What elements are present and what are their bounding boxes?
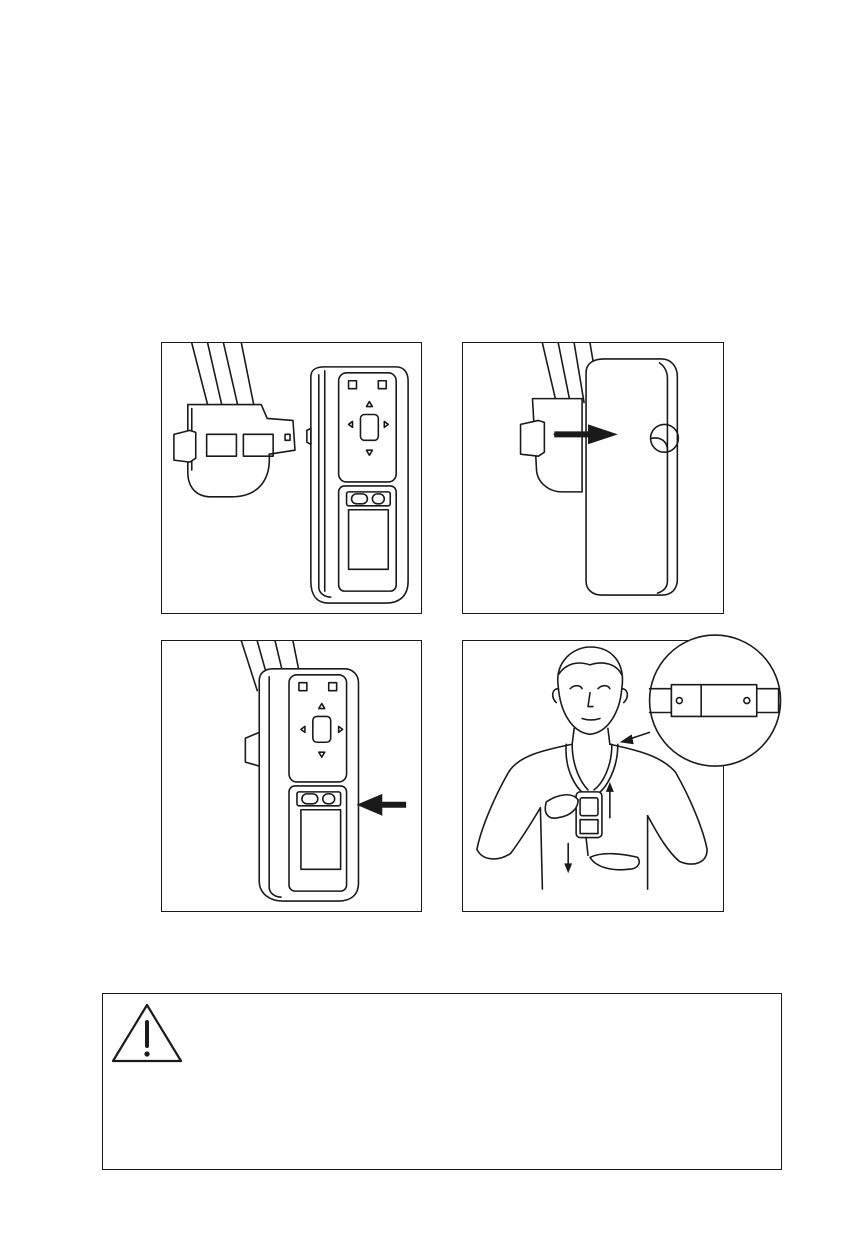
person-wearing-lanyard-icon	[476, 634, 782, 890]
figure-step-4	[462, 634, 782, 912]
strap-clip-detached-icon	[173, 343, 409, 604]
warning-triangle-icon	[111, 1003, 183, 1063]
device-slide-onto-clip-icon	[519, 343, 680, 596]
device-attached-arrow-icon	[240, 641, 407, 902]
figure-step-1	[161, 342, 422, 614]
figure-step-3	[161, 640, 422, 912]
figure-step-2	[462, 342, 724, 614]
warning-box	[102, 993, 782, 1170]
